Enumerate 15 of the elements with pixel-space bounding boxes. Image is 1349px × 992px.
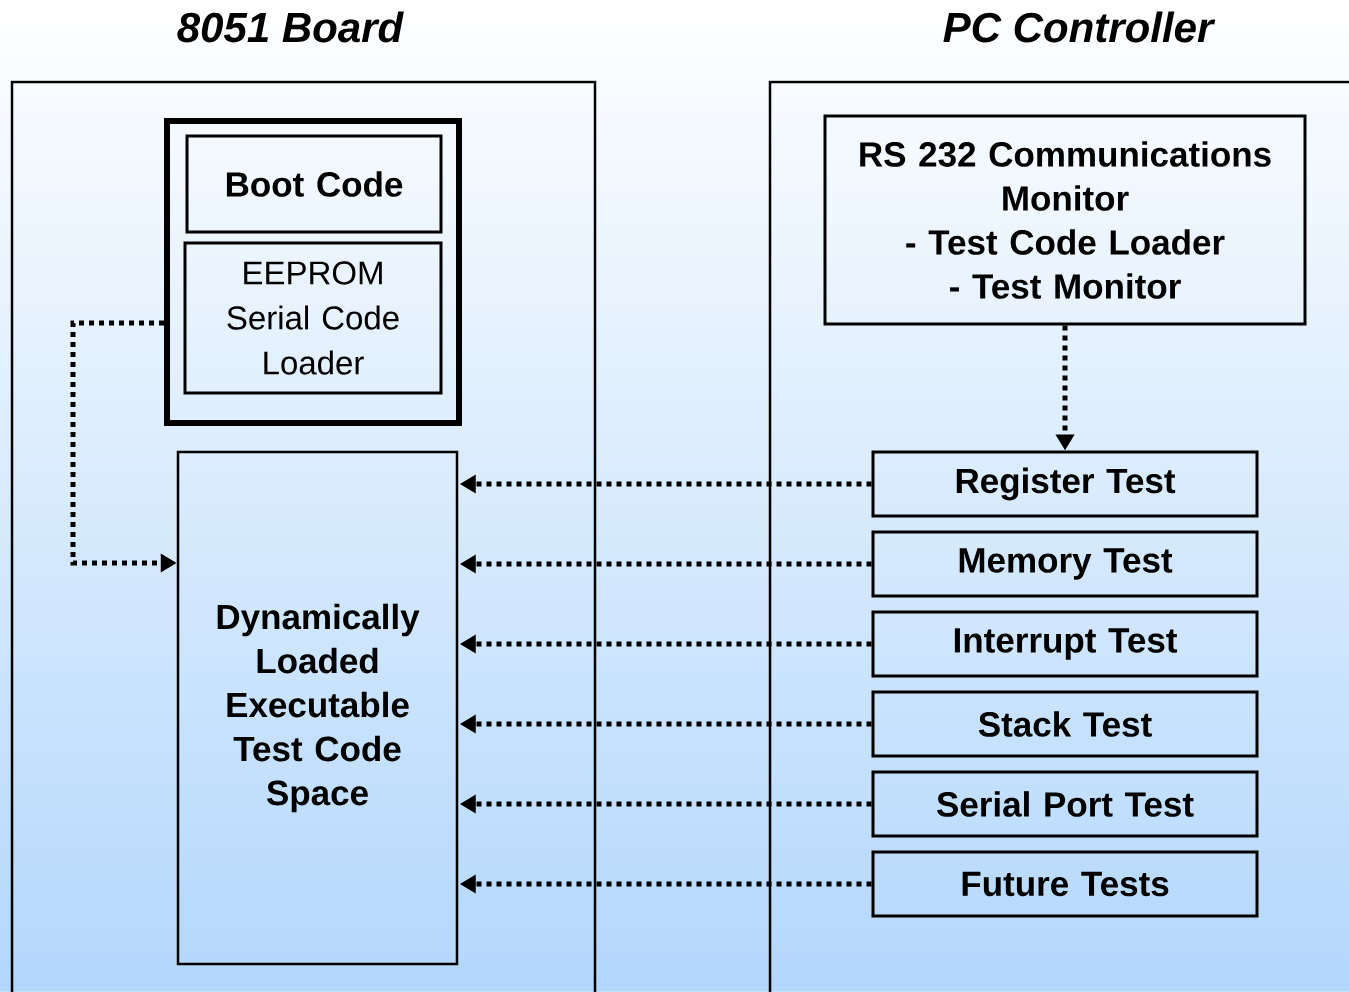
test-box: Stack Test xyxy=(871,690,1259,758)
board-panel xyxy=(10,11,597,992)
test-box: Register Test xyxy=(871,450,1259,518)
test-box: Future Tests xyxy=(871,850,1259,918)
memory-box xyxy=(164,118,462,426)
test-box: Interrupt Test xyxy=(871,610,1259,678)
controller-panel xyxy=(768,11,1349,992)
panel-title: PC Controller xyxy=(943,11,1216,43)
boot-code-box: Boot Code xyxy=(185,134,443,234)
monitor-box: RS 232 Communications Monitor - Test Code Loader - Test Monitor xyxy=(823,114,1307,326)
test-box: Serial Port Test xyxy=(871,770,1259,838)
loader-box: EEPROM Serial Code Loader xyxy=(183,241,443,395)
test-space-box: Dynamically Loaded Executable Test Code Space xyxy=(176,450,459,966)
test-box: Memory Test xyxy=(871,530,1259,598)
panel-title: 8051 Board xyxy=(177,11,404,43)
